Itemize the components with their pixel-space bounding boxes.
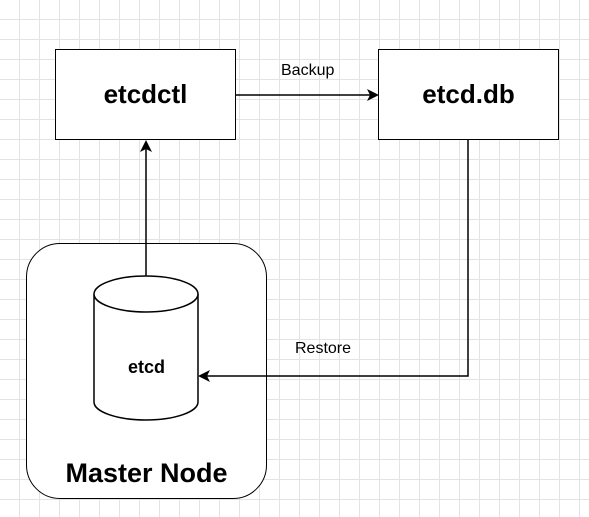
etcdctl-node[interactable]: etcdctl: [55, 49, 236, 140]
etcd-db-label: etcd.db: [422, 79, 515, 109]
backup-edge-label: Backup: [281, 62, 335, 79]
restore-edge-label: Restore: [295, 340, 352, 357]
master-node-label: Master Node: [65, 458, 228, 488]
etcdctl-label: etcdctl: [103, 79, 188, 109]
etcd-label: etcd: [127, 357, 165, 377]
etcd-db-node[interactable]: etcd.db: [378, 49, 559, 140]
